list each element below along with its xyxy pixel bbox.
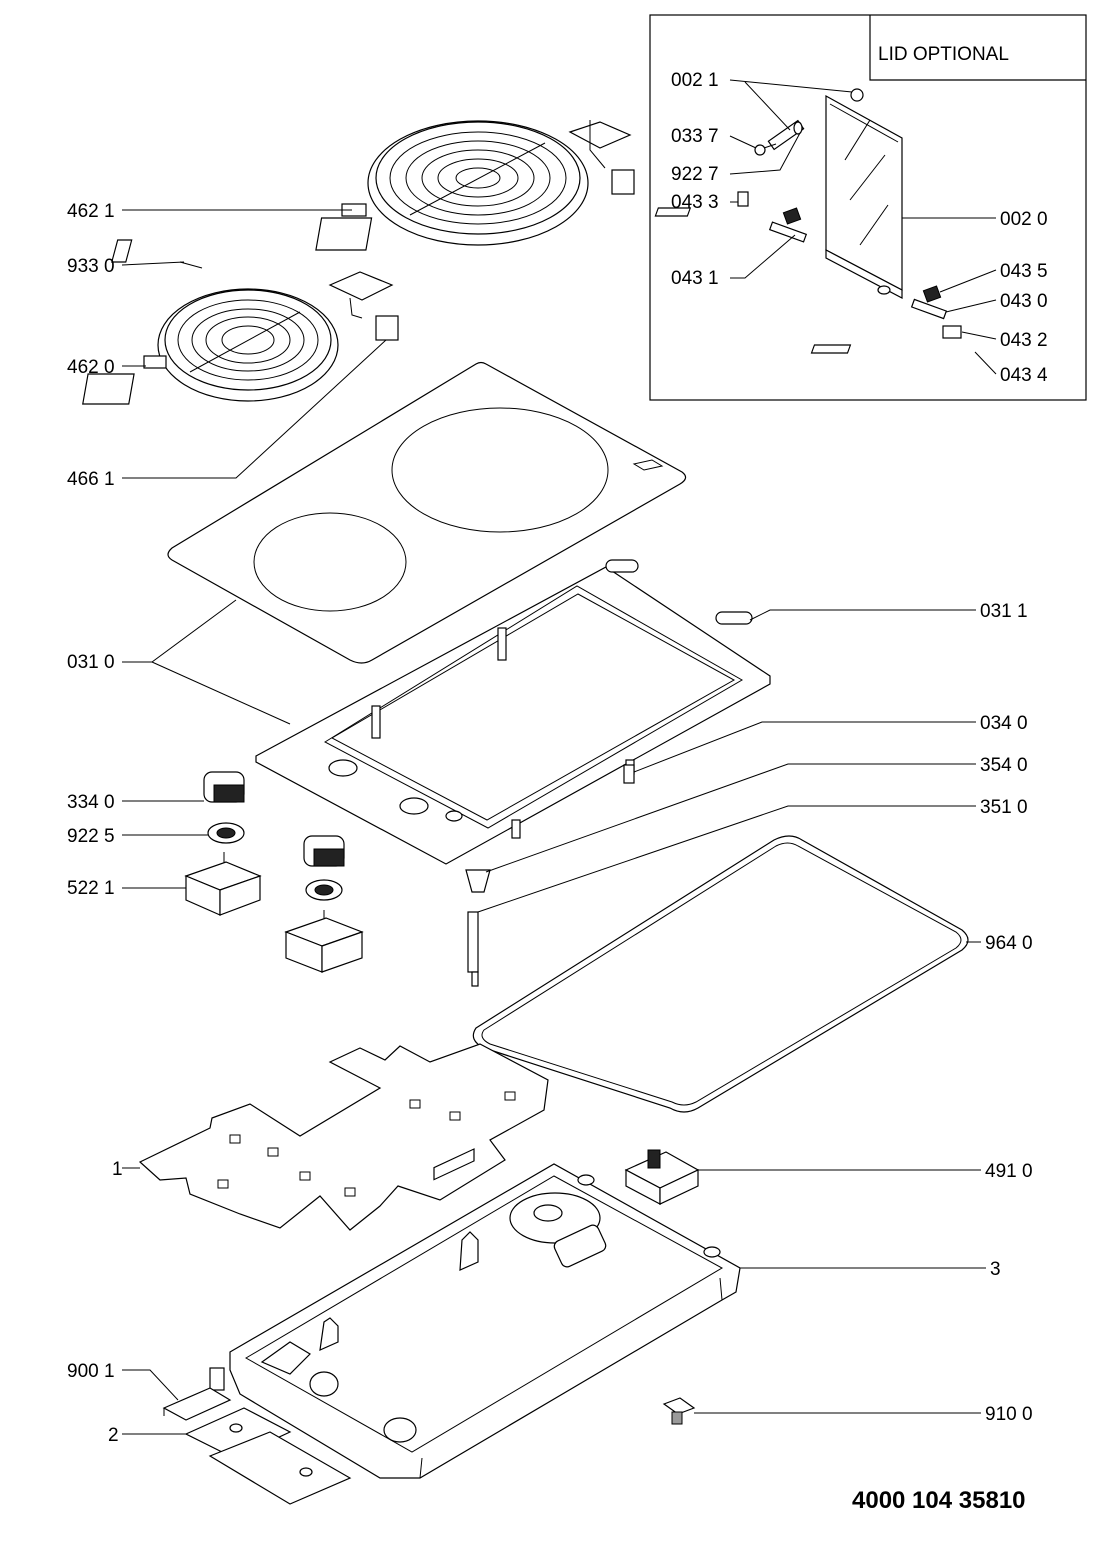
label-922-7: 922 7 <box>671 164 719 185</box>
lid-pin-icon <box>767 119 805 151</box>
label-034-0: 034 0 <box>980 713 1028 734</box>
bottom-housing-tray <box>229 1163 741 1479</box>
glass-ceramic-top <box>167 361 687 664</box>
energy-regulator-right <box>284 910 364 973</box>
hinge-left-icon <box>654 191 749 217</box>
knob-washer-right <box>305 879 343 901</box>
hinge-spring-right-icon <box>810 285 962 354</box>
label-910-0: 910 0 <box>985 1404 1033 1425</box>
label-043-0: 043 0 <box>1000 291 1048 312</box>
label-002-0: 002 0 <box>1000 209 1048 230</box>
label-462-0: 462 0 <box>67 357 115 378</box>
label-2: 2 <box>108 1425 119 1446</box>
cooktop-frame <box>255 559 771 865</box>
label-964-0: 964 0 <box>985 933 1033 954</box>
label-351-0: 351 0 <box>980 797 1028 818</box>
clip-icon <box>623 764 635 784</box>
label-354-0: 354 0 <box>980 755 1028 776</box>
label-043-3: 043 3 <box>671 192 719 213</box>
label-043-1: 043 1 <box>671 268 719 289</box>
lid-cap-icon <box>850 88 864 102</box>
label-466-1: 466 1 <box>67 469 115 490</box>
label-900-1: 900 1 <box>67 1361 115 1382</box>
lid-optional-title: LID OPTIONAL <box>878 44 1009 65</box>
hinge-spring-left-icon <box>768 207 808 243</box>
energy-regulator-left <box>184 852 262 916</box>
screw-910-icon <box>662 1397 696 1425</box>
power-connector-icon <box>624 1149 700 1205</box>
label-043-5: 043 5 <box>1000 261 1048 282</box>
label-043-2: 043 2 <box>1000 330 1048 351</box>
push-rod-icon <box>467 911 479 987</box>
lid-glass-panel <box>825 94 903 299</box>
heating-element-large <box>315 120 589 251</box>
mounting-plate <box>138 1043 549 1231</box>
label-1: 1 <box>112 1159 123 1180</box>
label-031-1: 031 1 <box>980 601 1028 622</box>
label-462-1: 462 1 <box>67 201 115 222</box>
bracket-icon <box>328 120 635 341</box>
label-043-4: 043 4 <box>1000 365 1048 386</box>
control-knob-left <box>203 771 245 803</box>
label-3: 3 <box>990 1259 1001 1280</box>
knob-washer-left <box>207 822 245 844</box>
control-knob-right <box>303 835 345 867</box>
fixing-clip-icon <box>162 1367 232 1421</box>
label-922-5: 922 5 <box>67 826 115 847</box>
label-033-7: 033 7 <box>671 126 719 147</box>
label-522-1: 522 1 <box>67 878 115 899</box>
terminal-clip-icon <box>111 239 203 269</box>
label-491-0: 491 0 <box>985 1161 1033 1182</box>
lid-optional-box: LID OPTIONAL <box>649 14 1087 401</box>
push-button-icon <box>465 869 491 893</box>
label-933-0: 933 0 <box>67 256 115 277</box>
screw-icon <box>754 143 777 156</box>
heating-element-small <box>82 288 339 405</box>
frame-gasket <box>472 835 969 1113</box>
document-number: 4000 104 35810 <box>852 1487 1026 1514</box>
label-031-0: 031 0 <box>67 652 115 673</box>
label-002-1: 002 1 <box>671 70 719 91</box>
fixing-bracket-icon <box>184 1407 352 1505</box>
label-334-0: 334 0 <box>67 792 115 813</box>
